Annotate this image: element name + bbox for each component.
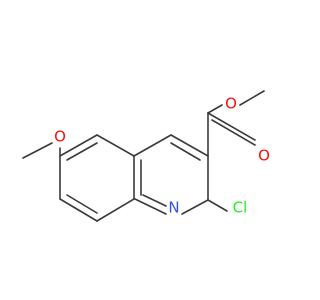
carbonyl-oxygen-label: O	[258, 147, 270, 165]
ring-nitrogen-label: N	[168, 199, 179, 217]
bond-c7-c8-inner	[66, 194, 98, 214]
chlorine-label: Cl	[233, 199, 248, 217]
bond-c5-c6	[59, 134, 98, 157]
bond-c2-n	[181, 199, 209, 215]
bond-c4a-c5	[96, 134, 135, 157]
bond-c5-c6-inner	[66, 142, 98, 161]
bond-carbonyl-double-a	[207, 112, 256, 141]
bond-carbonyl-double-b	[211, 119, 256, 146]
bond-c8-c8a	[96, 198, 135, 222]
bond-ester-o-single	[207, 104, 223, 114]
bond-c3-c4	[170, 134, 209, 157]
bond-o-methoxy-methyl	[22, 142, 53, 159]
bond-c3-c4-inner	[170, 142, 201, 161]
bond-n-c8a-inner	[142, 194, 167, 207]
bond-ester-methyl	[239, 90, 265, 106]
bond-c7-c8	[59, 198, 98, 222]
atom-labels: O O O N Cl	[54, 95, 270, 217]
ester-oxygen-label: O	[225, 95, 237, 113]
methoxy-oxygen-label: O	[54, 128, 66, 146]
chemical-structure: O O O N Cl	[22, 90, 270, 222]
bond-c2-cl	[207, 199, 228, 212]
bonds	[22, 90, 265, 222]
bond-n-c8a	[134, 198, 167, 215]
bond-c4-c4a	[133, 134, 172, 157]
